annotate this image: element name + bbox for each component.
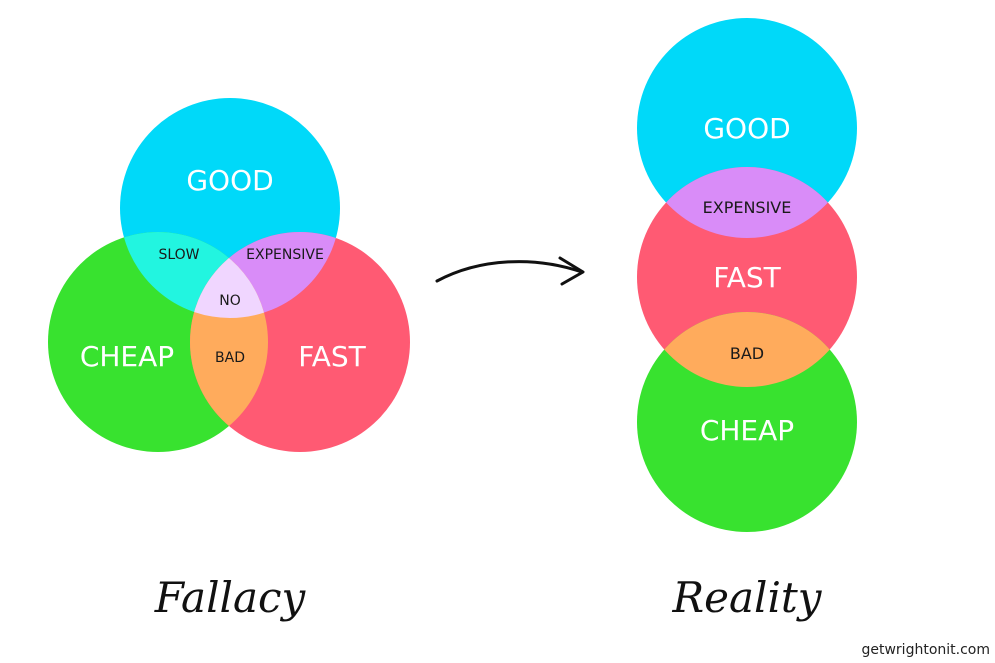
reality-expensive-region bbox=[637, 167, 857, 238]
fallacy-bad-label: BAD bbox=[215, 350, 245, 366]
fallacy-venn: GOOD CHEAP FAST SLOW EXPENSIVE NO BAD bbox=[48, 98, 410, 452]
no-region bbox=[190, 232, 268, 318]
reality-fast-label: FAST bbox=[713, 261, 781, 294]
fallacy-cheap-label: CHEAP bbox=[80, 340, 174, 373]
reality-stack: GOOD EXPENSIVE FAST BAD CHEAP bbox=[637, 18, 857, 532]
fallacy-fast-label: FAST bbox=[298, 340, 366, 373]
fallacy-no-label: NO bbox=[219, 293, 241, 309]
fallacy-expensive-label: EXPENSIVE bbox=[246, 247, 324, 263]
fallacy-slow-label: SLOW bbox=[158, 247, 199, 263]
fallacy-good-label: GOOD bbox=[186, 164, 273, 197]
fallacy-caption: Fallacy bbox=[154, 573, 307, 622]
reality-bad-label: BAD bbox=[730, 344, 764, 363]
reality-good-label: GOOD bbox=[703, 112, 790, 145]
site-credit: getwrightonit.com bbox=[861, 642, 990, 658]
reality-expensive-label: EXPENSIVE bbox=[703, 198, 792, 217]
reality-bad-region bbox=[637, 312, 857, 387]
reality-caption: Reality bbox=[672, 573, 823, 622]
reality-cheap-label: CHEAP bbox=[700, 414, 794, 447]
arrow-icon bbox=[435, 256, 585, 286]
